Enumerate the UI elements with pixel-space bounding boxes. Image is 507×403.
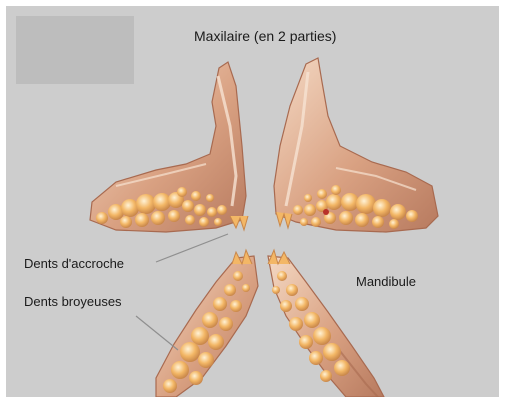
right-maxilla bbox=[274, 58, 438, 232]
label-maxilaire: Maxilaire (en 2 parties) bbox=[194, 28, 336, 44]
pointer-line-accroche bbox=[156, 234, 228, 262]
left-maxilla bbox=[90, 62, 248, 232]
label-dents-accroche: Dents d'accroche bbox=[24, 256, 124, 271]
mandible bbox=[156, 250, 384, 397]
label-dents-broyeuses: Dents broyeuses bbox=[24, 294, 122, 309]
pointer-line-broyeuses bbox=[136, 316, 178, 350]
placeholder-box bbox=[16, 16, 134, 84]
figure-plate: Maxilaire (en 2 parties) Dents d'accroch… bbox=[6, 6, 499, 397]
label-mandibule: Mandibule bbox=[356, 274, 416, 289]
